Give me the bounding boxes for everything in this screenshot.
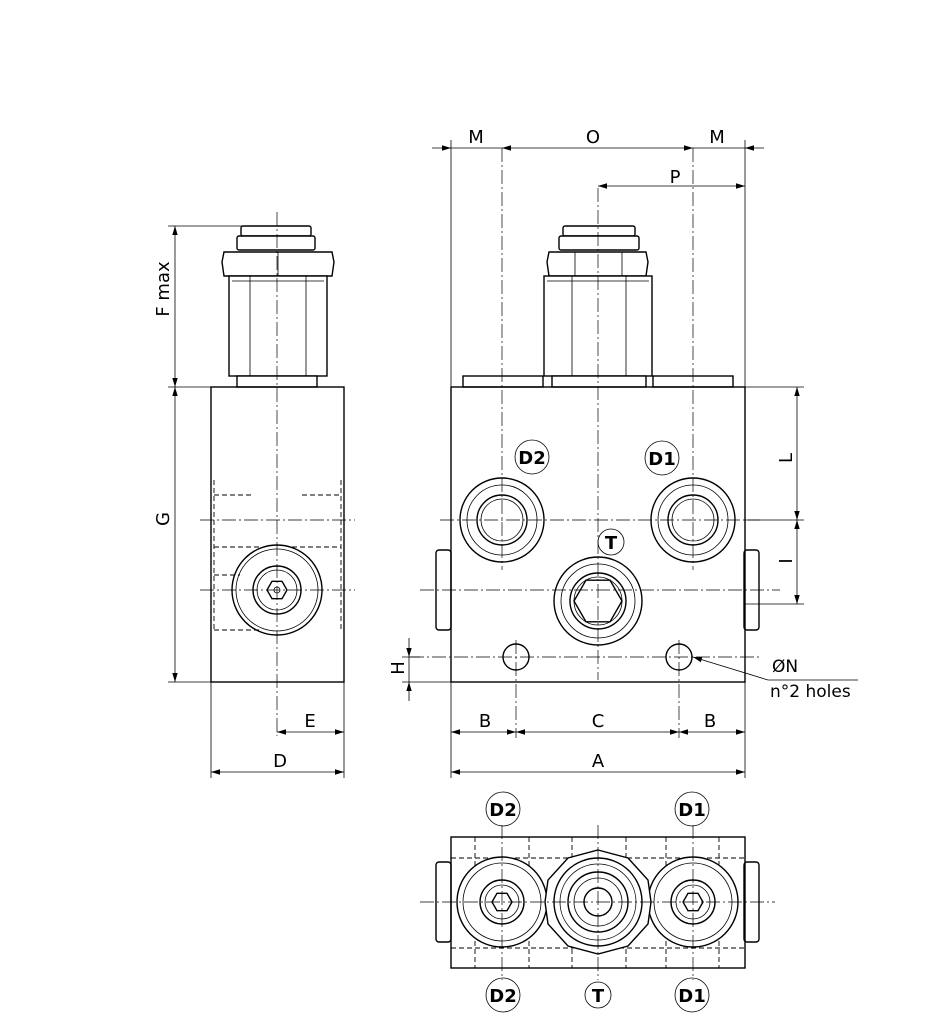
- svg-text:T: T: [592, 986, 605, 1007]
- svg-text:T: T: [605, 533, 618, 554]
- bottom-top-label-d1: D1: [674, 791, 710, 827]
- hole-count-label: n°2 holes: [770, 682, 851, 702]
- svg-text:D2: D2: [489, 986, 516, 1007]
- side-body: [210, 386, 345, 683]
- dim-label-m-left: M: [468, 127, 484, 148]
- dim-label-i: I: [776, 558, 797, 563]
- dim-label-e: E: [304, 711, 315, 732]
- bottom-top-label-d2: D2: [485, 791, 521, 827]
- dim-label-l: L: [776, 453, 797, 463]
- svg-text:D1: D1: [678, 986, 705, 1007]
- bottom-label-d2: D2: [485, 977, 521, 1013]
- dim-label-b-left: B: [479, 711, 491, 732]
- dim-label-g: G: [153, 512, 174, 526]
- svg-text:D2: D2: [518, 448, 545, 469]
- dim-label-m-right: M: [709, 127, 725, 148]
- front-port-label-t: T: [597, 528, 625, 556]
- dim-label-c: C: [592, 711, 605, 732]
- hole-diameter-label: ØN: [772, 657, 798, 677]
- bottom-view: D2 D1 D2 T D1: [420, 791, 775, 1013]
- svg-text:D2: D2: [489, 800, 516, 821]
- bottom-label-d1: D1: [674, 977, 710, 1013]
- side-cartridge: [221, 225, 335, 388]
- dim-label-a: A: [592, 751, 605, 772]
- svg-text:D1: D1: [678, 800, 705, 821]
- front-view: M O M P L I H B C B A ØN n°2 holes D2 D1…: [388, 127, 858, 778]
- hole-leader: [692, 656, 858, 681]
- side-hidden-passages: [213, 480, 342, 631]
- dim-label-p: P: [670, 167, 681, 188]
- front-port-label-d2: D2: [514, 439, 550, 475]
- side-view: F max G E D: [153, 212, 355, 778]
- front-port-label-d1: D1: [644, 440, 680, 476]
- dim-label-b-right: B: [704, 711, 716, 732]
- dim-label-o: O: [586, 127, 600, 148]
- dim-label-d: D: [273, 751, 287, 772]
- bottom-label-t: T: [584, 981, 612, 1009]
- dim-label-h: H: [388, 661, 409, 675]
- svg-text:D1: D1: [648, 449, 675, 470]
- dim-label-f-max: F max: [153, 261, 174, 317]
